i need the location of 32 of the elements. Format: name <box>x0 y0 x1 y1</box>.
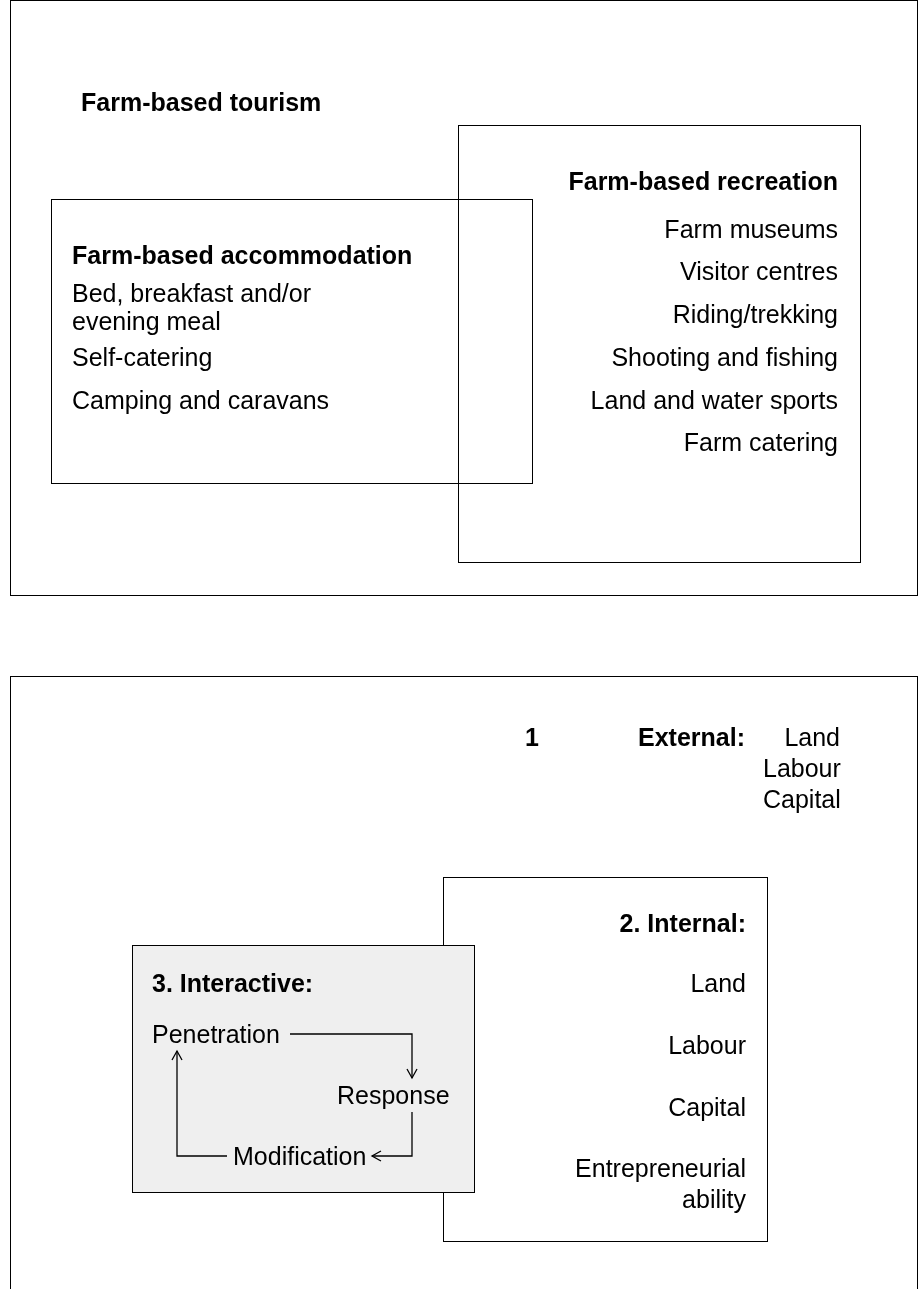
arrow <box>289 1033 418 1079</box>
box-heading: External: <box>637 722 745 753</box>
list-item: Farm catering <box>683 428 838 456</box>
box-heading: 2. Internal: <box>619 909 746 937</box>
factor-box <box>10 676 918 1289</box>
list-item: Capital <box>668 1093 746 1121</box>
category-box <box>458 125 861 563</box>
arrow <box>371 1111 413 1162</box>
box-heading: 3. Interactive: <box>152 969 314 997</box>
box-heading: Farm-based recreation <box>568 167 838 195</box>
list-item: Shooting and fishing <box>611 343 838 371</box>
interaction-box <box>132 945 475 1193</box>
stage-label: Penetration <box>152 1019 280 1049</box>
list-item: Riding/trekking <box>672 300 838 328</box>
list-item: Land <box>690 969 746 997</box>
list-item: Bed, breakfast and/or evening meal <box>72 279 313 335</box>
list-item: Entrepreneurial ability <box>574 1153 746 1215</box>
category-box <box>10 0 918 596</box>
box-heading: Farm-based tourism <box>81 88 322 116</box>
box-heading: Farm-based accommodation <box>72 241 413 269</box>
stage-label: Response <box>337 1080 450 1110</box>
list-item: Camping and caravans <box>72 386 330 414</box>
list-item: Land Labour Capital <box>763 722 840 815</box>
section-number: 1 <box>525 722 539 753</box>
list-item: Land and water sports <box>590 386 838 414</box>
list-item: Farm museums <box>664 215 838 243</box>
arrow <box>171 1050 228 1157</box>
list-item: Labour <box>668 1031 746 1059</box>
category-box <box>51 199 533 484</box>
list-item: Visitor centres <box>680 257 838 285</box>
list-item: Self-catering <box>72 343 213 371</box>
stage-label: Modification <box>233 1141 367 1171</box>
